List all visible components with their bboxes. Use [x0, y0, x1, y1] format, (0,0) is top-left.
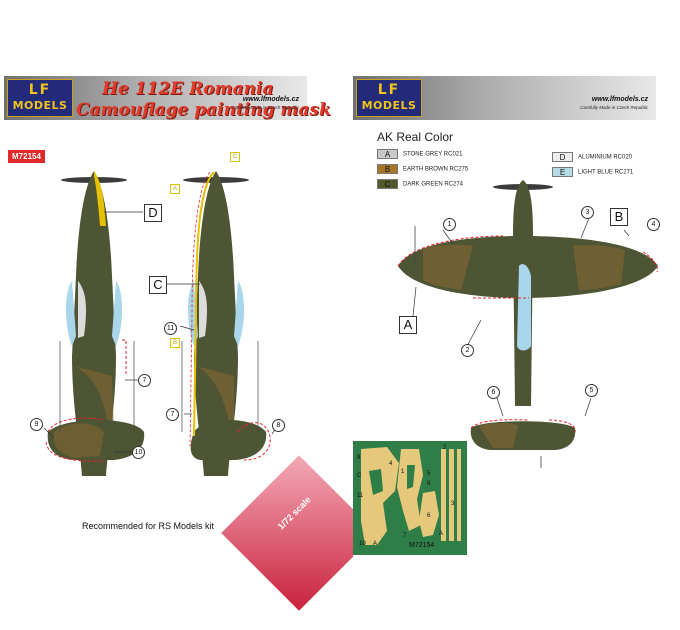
logo-lf-text: LF — [28, 82, 52, 98]
tagline-text: Carefully Made in Czech Republic — [231, 105, 299, 110]
legend-heading: AK Real Color — [377, 130, 454, 144]
legend-swatch-b: B — [377, 164, 398, 174]
legend-row-d: D ALUMINIUM RC020 — [552, 152, 632, 162]
sheet-label-1: 1 — [401, 469, 405, 475]
logo-lf-text-right: LF — [377, 82, 401, 98]
sheet-label-6: 6 — [427, 513, 431, 519]
sheet-label-5: 5 — [427, 471, 431, 477]
tagline-text-right: Carefully Made in Czech Republic — [580, 105, 648, 110]
tape-tag-b: B — [170, 338, 180, 348]
tape-tag-a: A — [170, 184, 180, 194]
legend-label-b: EARTH BROWN RC275 — [403, 166, 469, 173]
leader-lines — [43, 211, 277, 453]
callout-b: B — [610, 208, 628, 226]
title-line-1: He 112E Romania — [102, 79, 274, 99]
legend-label-a: STONE GREY RC021 — [403, 151, 463, 158]
left-instruction-panel: LF MODELS He 112E Romania Camouflage pai… — [4, 76, 377, 611]
recommended-kit-text: Recommended for RS Models kit — [82, 521, 215, 531]
callout-c: C — [149, 276, 167, 294]
mask-number-10: 10 — [132, 446, 145, 459]
sheet-label-10: 10 — [359, 541, 366, 547]
website-text-right: www.lfmodels.cz — [591, 96, 648, 103]
mask-number-11: 11 — [164, 322, 177, 335]
legend-row-e: E LIGHT BLUE RC271 — [552, 167, 633, 177]
logo-models-text: MODELS — [12, 99, 68, 112]
legend-label-d: ALUMINIUM RC020 — [578, 154, 633, 161]
callout-d: D — [144, 204, 162, 222]
mask-number-7-right: 7 — [166, 408, 179, 421]
lf-models-logo: LF MODELS — [7, 79, 73, 117]
sheet-label-3: 3 — [451, 501, 455, 507]
mask-sheet-code: M72154 — [409, 542, 435, 549]
legend-swatch-e: E — [552, 167, 573, 177]
sheet-label-2: 2 — [443, 445, 447, 451]
logo-models-text-right: MODELS — [361, 99, 417, 112]
aircraft-top-view-masked — [181, 171, 271, 476]
mask-sheet-preview: 9 C 11 4 1 2 5 8 3 6 10 A 7 A M72154 — [353, 441, 467, 555]
legend-row-a: A STONE GREY RC021 — [377, 149, 462, 159]
lf-models-logo-right: LF MODELS — [356, 79, 422, 117]
sheet-label-4: 4 — [389, 461, 393, 467]
mask-number-1: 1 — [443, 218, 456, 231]
legend-label-c: DARK GREEN RC274 — [403, 181, 464, 188]
legend-swatch-a: A — [377, 149, 398, 159]
legend-row-c: C DARK GREEN RC274 — [377, 179, 463, 189]
sheet-label-9: 9 — [357, 455, 361, 461]
mask-number-9: 9 — [30, 418, 43, 431]
product-code-badge: M72154 — [8, 150, 45, 163]
sheet-label-11: 11 — [357, 493, 364, 499]
legend-row-b: B EARTH BROWN RC275 — [377, 164, 468, 174]
sheet-label-a-2: A — [439, 531, 444, 537]
mask-number-2: 2 — [461, 344, 474, 357]
leader-lines-right — [412, 217, 630, 417]
legend-swatch-c: C — [377, 179, 398, 189]
aircraft-top-view — [45, 171, 145, 476]
aircraft-plan-view — [397, 180, 658, 468]
website-text: www.lfmodels.cz — [242, 96, 299, 103]
right-instruction-panel: LF MODELS www.lfmodels.cz Carefully Made… — [353, 76, 660, 556]
callout-a: A — [399, 316, 417, 334]
mask-sheet-shapes — [361, 447, 461, 545]
legend-label-e: LIGHT BLUE RC271 — [578, 169, 634, 176]
title-line-2: Camouflage painting mask — [76, 100, 331, 120]
sheet-label-c: C — [357, 473, 362, 479]
mask-number-7-left: 7 — [138, 374, 151, 387]
mask-number-4: 4 — [647, 218, 660, 231]
mask-number-6: 6 — [487, 386, 500, 399]
mask-number-8: 8 — [272, 419, 285, 432]
sheet-label-8: 8 — [427, 481, 431, 487]
sheet-label-7: 7 — [403, 533, 407, 539]
tape-tag-c: C — [230, 152, 240, 162]
legend-swatch-d: D — [552, 152, 573, 162]
mask-number-5: 5 — [585, 384, 598, 397]
aircraft-side-views — [43, 171, 277, 476]
aircraft-wing-view — [397, 180, 658, 468]
sheet-label-a-1: A — [373, 541, 378, 547]
mask-number-3: 3 — [581, 206, 594, 219]
